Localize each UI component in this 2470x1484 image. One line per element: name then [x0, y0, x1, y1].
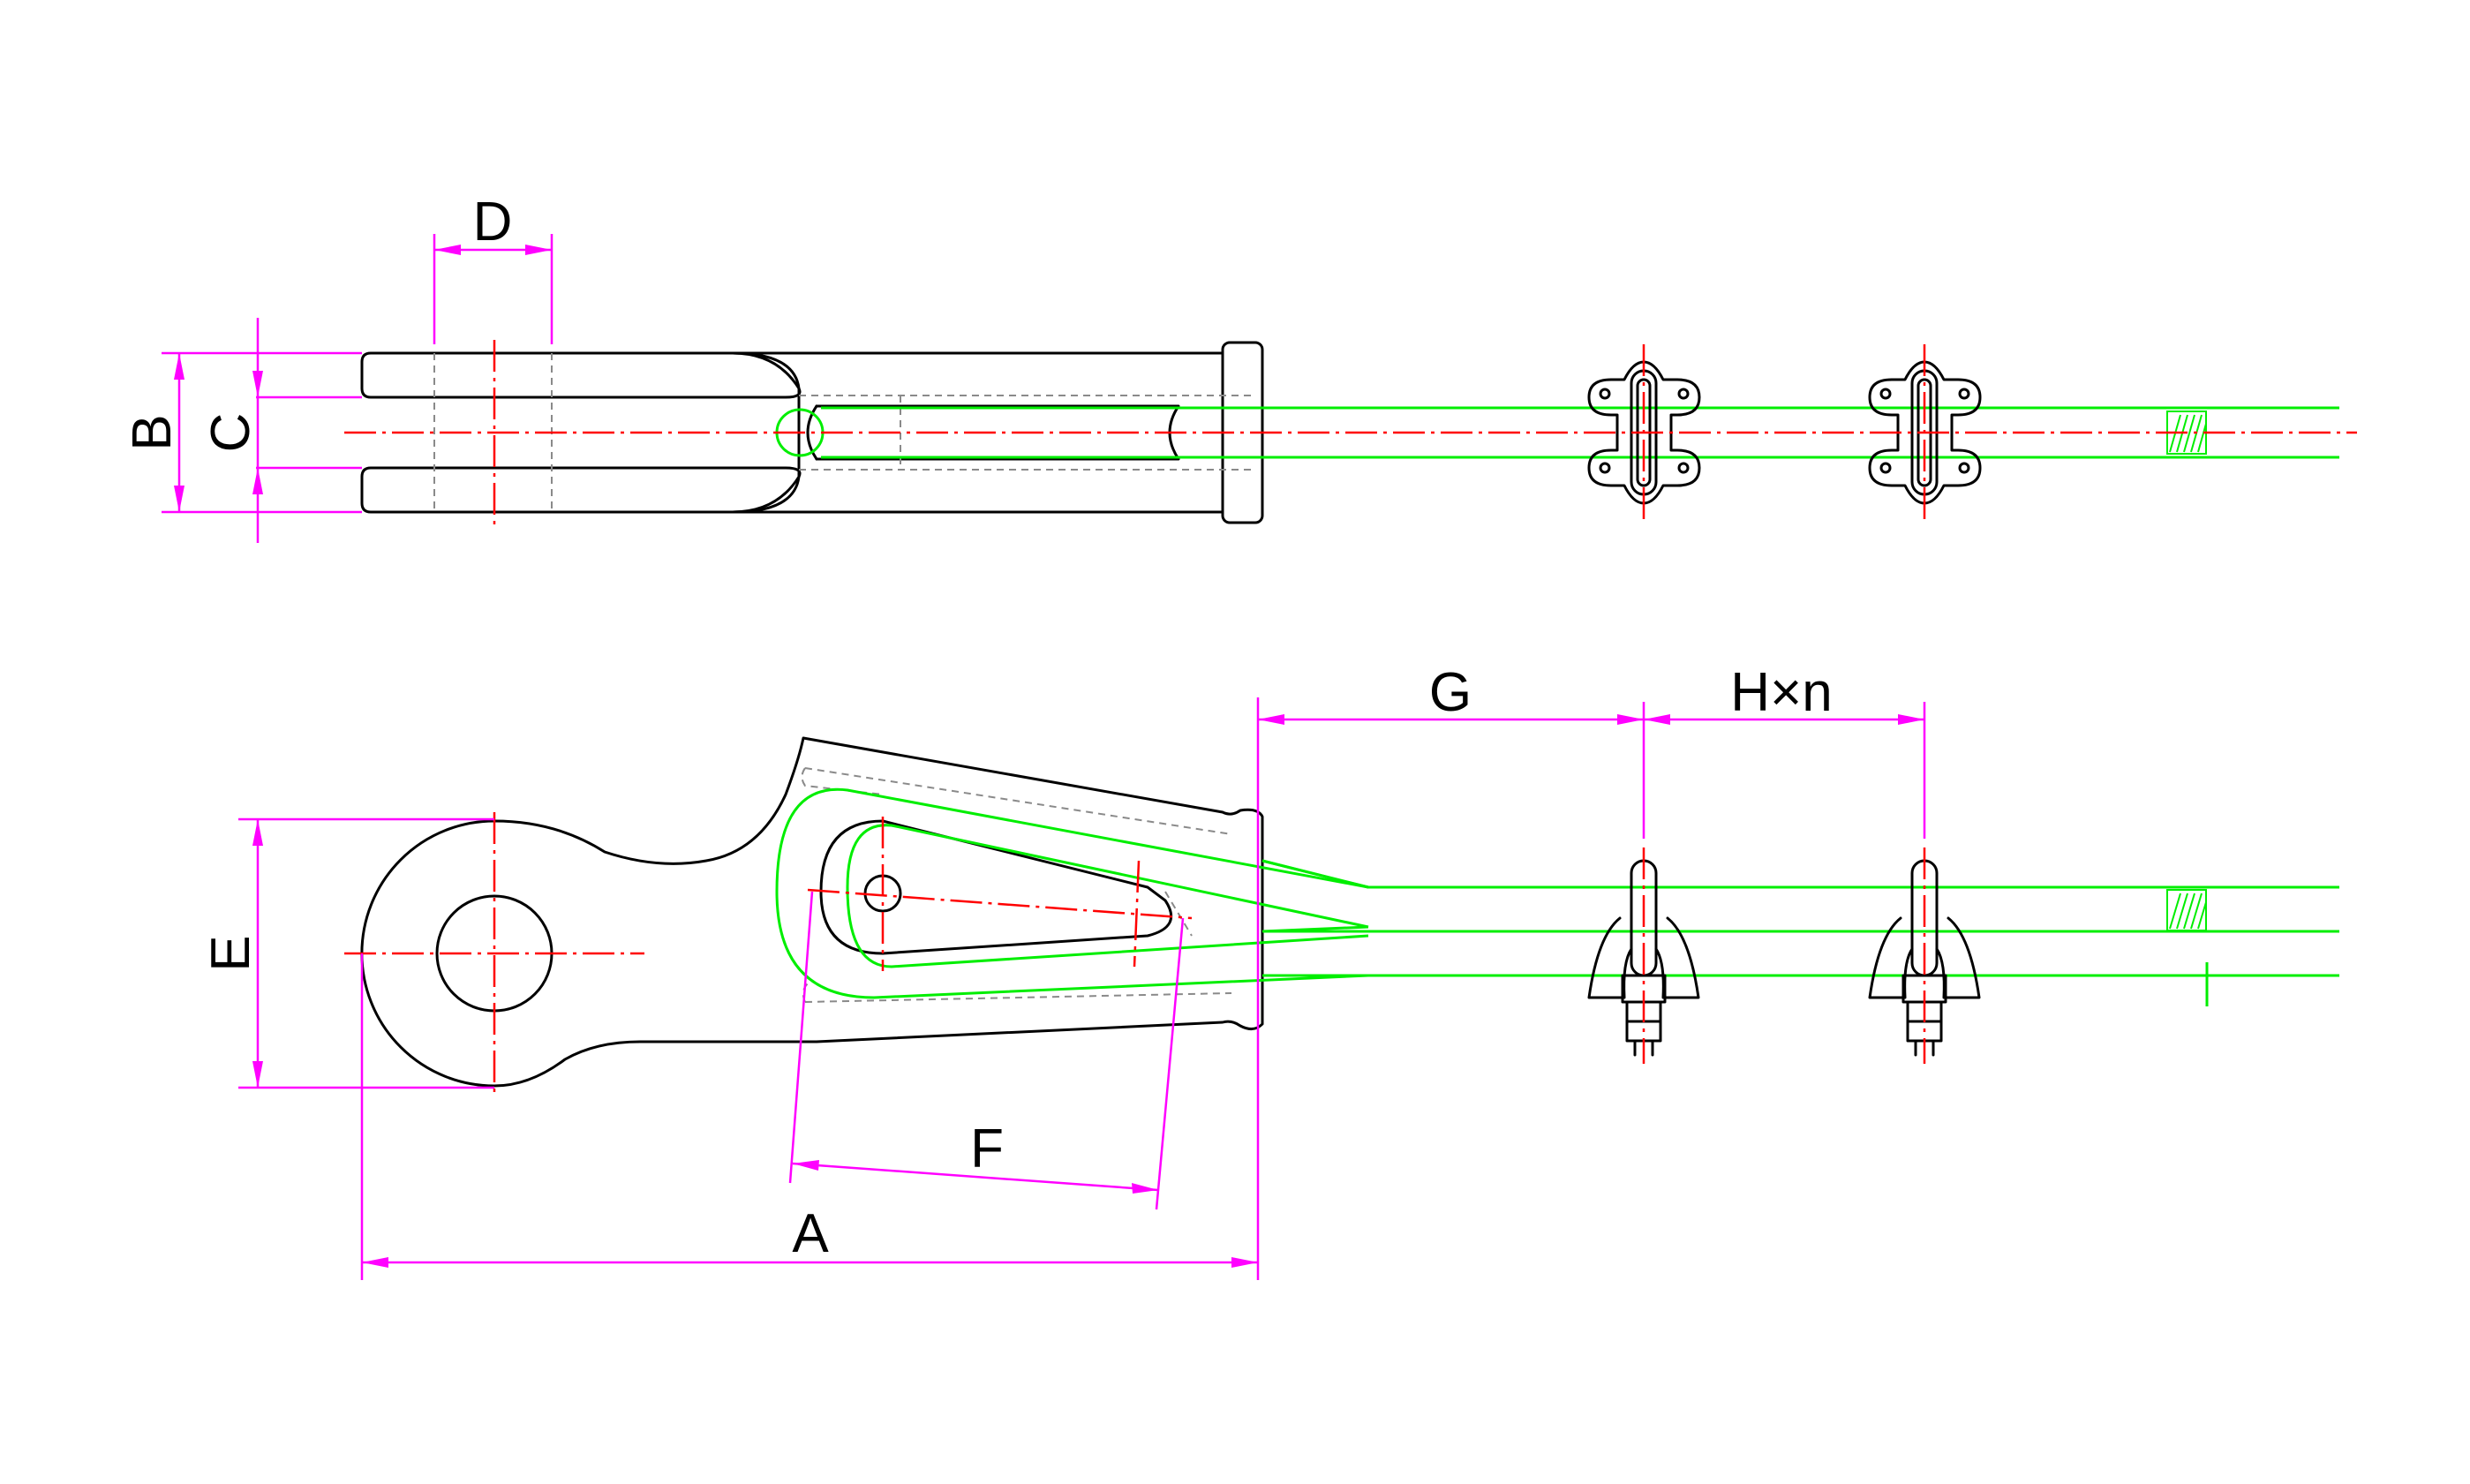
dimension-label-g: G — [1429, 662, 1472, 723]
dimension-label-e: E — [200, 935, 261, 971]
lower-prong — [360, 466, 802, 514]
hidden-line — [801, 767, 884, 795]
upper-prong — [360, 351, 802, 399]
wedge-end-centerline — [1133, 860, 1141, 968]
slot-end — [806, 404, 818, 461]
dimension-label-b: B — [122, 414, 183, 450]
wedge-slot — [819, 819, 1173, 955]
hidden-line — [1164, 891, 1193, 937]
wire-clip-side-2 — [1868, 847, 1981, 1064]
hidden-line — [804, 992, 1232, 1003]
hidden-line — [804, 767, 1232, 835]
wire-loop-outer — [775, 787, 1369, 999]
dimension-label-c: C — [200, 413, 261, 453]
dimension-label-a: A — [792, 1203, 829, 1264]
dimension-label-f: F — [970, 1119, 1004, 1179]
dimension-label-h: H×n — [1730, 662, 1832, 723]
dimensions — [162, 234, 1926, 1280]
clamp-body-side — [360, 736, 1264, 1088]
wedge-centerline — [807, 888, 1193, 920]
side-view — [344, 736, 2339, 1095]
wire-loop-inner — [846, 824, 1369, 968]
wire-line — [1261, 859, 2339, 889]
top-view — [344, 340, 2357, 525]
wire-end-hatch-side — [2166, 889, 2207, 931]
wire-clip-side-1 — [1587, 847, 1700, 1064]
dimension-label-d: D — [473, 192, 513, 252]
